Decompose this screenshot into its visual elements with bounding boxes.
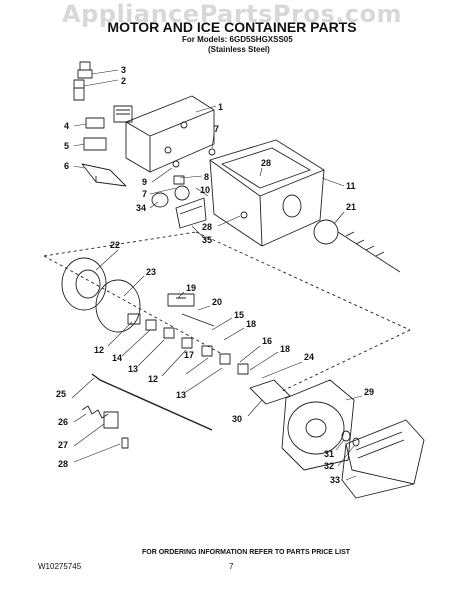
doc-number: W10275745 bbox=[38, 562, 82, 571]
callout-5: 5 bbox=[64, 141, 69, 151]
part-impeller bbox=[61, 257, 107, 311]
callout-29: 29 bbox=[364, 387, 374, 397]
finish-line: (Stainless Steel) bbox=[208, 45, 270, 54]
callout-2: 2 bbox=[121, 76, 126, 86]
callout-14: 14 bbox=[112, 353, 122, 363]
callout-19: 19 bbox=[186, 283, 196, 293]
callout-20: 20 bbox=[212, 297, 222, 307]
part-motor-cover bbox=[341, 419, 425, 499]
callout-30: 30 bbox=[232, 414, 242, 424]
callout-13b: 13 bbox=[176, 390, 186, 400]
part-5 bbox=[83, 137, 107, 151]
callout-16: 16 bbox=[262, 336, 272, 346]
callout-27: 27 bbox=[58, 440, 68, 450]
callout-28b: 28 bbox=[202, 222, 212, 232]
callout-28: 28 bbox=[261, 158, 271, 168]
ordering-note: FOR ORDERING INFORMATION REFER TO PARTS … bbox=[142, 549, 351, 556]
callout-26: 26 bbox=[58, 417, 68, 427]
callout-23: 23 bbox=[146, 267, 156, 277]
callout-15: 15 bbox=[234, 310, 244, 320]
part-spring bbox=[81, 405, 109, 419]
callout-22: 22 bbox=[110, 240, 120, 250]
part-cover bbox=[95, 279, 141, 333]
part-auger-shaft bbox=[337, 231, 401, 273]
callout-32: 32 bbox=[324, 461, 334, 471]
callout-12: 12 bbox=[94, 345, 104, 355]
part-drive-motor bbox=[281, 379, 355, 471]
part-bracket-2 bbox=[73, 79, 85, 101]
part-6-bracket bbox=[81, 163, 127, 187]
part-ice-container bbox=[209, 139, 325, 247]
part-motor-plate bbox=[125, 95, 215, 173]
site-watermark: AppliancePartsPros.com bbox=[62, 0, 402, 28]
models-line: For Models: 6GD5SHGXSS05 bbox=[182, 35, 293, 44]
page-number: 7 bbox=[229, 562, 234, 571]
callout-8: 8 bbox=[204, 172, 209, 182]
callout-25: 25 bbox=[56, 389, 66, 399]
part-switch bbox=[77, 61, 93, 79]
callout-24: 24 bbox=[304, 352, 314, 362]
callout-3: 3 bbox=[121, 65, 126, 75]
callout-4: 4 bbox=[64, 121, 69, 131]
callout-7b: 7 bbox=[142, 189, 147, 199]
part-callouts: 3 2 1 4 7 5 28 9 8 6 11 7 10 34 21 28 35… bbox=[56, 65, 374, 485]
callout-28c: 28 bbox=[58, 459, 68, 469]
callout-7: 7 bbox=[214, 124, 219, 134]
callout-34: 34 bbox=[136, 203, 146, 213]
callout-33: 33 bbox=[330, 475, 340, 485]
callout-13: 13 bbox=[128, 364, 138, 374]
callout-10: 10 bbox=[200, 185, 210, 195]
part-solenoid bbox=[113, 105, 133, 123]
part-35 bbox=[175, 197, 207, 229]
callout-17: 18 bbox=[280, 344, 290, 354]
callout-12b: 17 bbox=[184, 350, 194, 360]
part-gear-stack bbox=[127, 313, 249, 375]
callout-9: 9 bbox=[142, 177, 147, 187]
callout-18b: 12 bbox=[148, 374, 158, 384]
callout-18: 18 bbox=[246, 319, 256, 329]
callout-1: 1 bbox=[218, 102, 223, 112]
callout-35: 35 bbox=[202, 235, 212, 245]
part-rod bbox=[91, 373, 213, 431]
callout-6: 6 bbox=[64, 161, 69, 171]
part-4 bbox=[85, 117, 105, 129]
page-title: MOTOR AND ICE CONTAINER PARTS bbox=[107, 19, 357, 35]
callout-11: 11 bbox=[346, 181, 356, 191]
callout-31: 31 bbox=[324, 449, 334, 459]
callout-21: 21 bbox=[346, 202, 356, 212]
